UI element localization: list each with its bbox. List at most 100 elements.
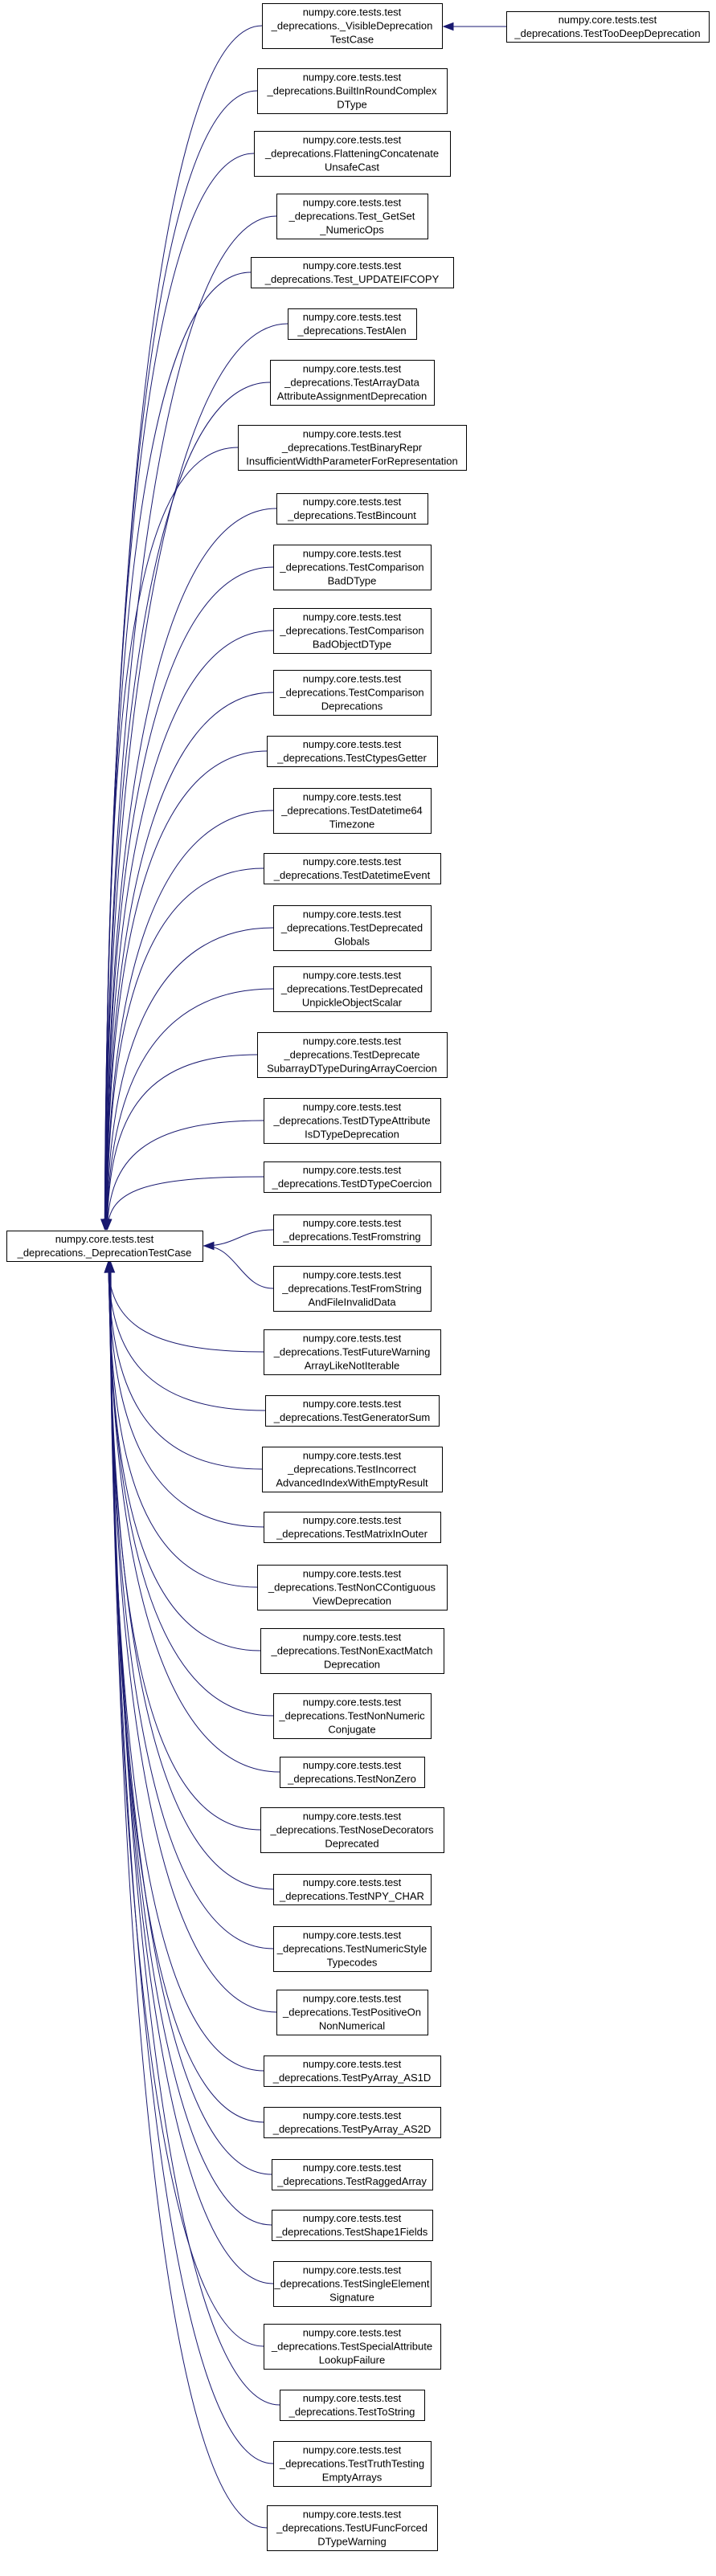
class-node-testdatetimeevent[interactable]: numpy.core.tests.test_deprecations.TestD… xyxy=(264,853,441,884)
class-name-line: ViewDeprecation xyxy=(313,1595,391,1607)
class-name-line: NonNumerical xyxy=(319,2020,385,2032)
class-node-testnpy-char[interactable]: numpy.core.tests.test_deprecations.TestN… xyxy=(273,1874,432,1905)
class-name-line: _deprecations._DeprecationTestCase xyxy=(17,1247,192,1259)
class-node-test-getset-numericops[interactable]: numpy.core.tests.test_deprecations.Test_… xyxy=(276,194,428,239)
class-node-testbinaryreprinsufficientwidthparameterforrepresentation[interactable]: numpy.core.tests.test_deprecations.TestB… xyxy=(238,425,467,471)
class-name-line: numpy.core.tests.test xyxy=(303,1811,402,1823)
class-name-line: Deprecation xyxy=(324,1659,380,1671)
class-box xyxy=(288,308,417,340)
class-name-line: _deprecations.TestDTypeAttribute xyxy=(272,1115,430,1127)
inheritance-edge xyxy=(104,271,252,1230)
class-node-testnonnumericconjugate[interactable]: numpy.core.tests.test_deprecations.TestN… xyxy=(273,1693,432,1739)
class-node-builtinroundcomplexdtype[interactable]: numpy.core.tests.test_deprecations.Built… xyxy=(257,68,448,114)
inheritance-edge xyxy=(104,215,277,1230)
class-node-testcomparisondeprecations[interactable]: numpy.core.tests.test_deprecations.TestC… xyxy=(273,670,432,716)
class-box xyxy=(273,966,432,1012)
class-name-line: _deprecations.TestAlen xyxy=(297,325,406,337)
class-node-testnonccontiguousviewdeprecation[interactable]: numpy.core.tests.test_deprecations.TestN… xyxy=(257,1565,448,1611)
inheritance-edge xyxy=(108,1262,274,1890)
class-node-testspecialattributelookupfailure[interactable]: numpy.core.tests.test_deprecations.TestS… xyxy=(264,2324,441,2370)
class-name-line: _deprecations.TestPositiveOn xyxy=(282,2007,421,2019)
class-name-line: Deprecations xyxy=(321,700,383,712)
base-class-node[interactable]: numpy.core.tests.test_deprecations._Depr… xyxy=(6,1231,203,1262)
class-name-line: numpy.core.tests.test xyxy=(303,259,402,271)
class-box xyxy=(264,2055,441,2087)
class-name-line: _deprecations.TestNonZero xyxy=(287,1773,416,1785)
class-node-testincorrectadvancedindexwithemptyresult[interactable]: numpy.core.tests.test_deprecations.TestI… xyxy=(262,1447,443,1492)
class-node-testdatetime64timezone[interactable]: numpy.core.tests.test_deprecations.TestD… xyxy=(273,788,432,834)
class-name-line: numpy.core.tests.test xyxy=(303,1759,402,1771)
class-node-testcomparisonbadobjectdtype[interactable]: numpy.core.tests.test_deprecations.TestC… xyxy=(273,608,432,654)
class-name-line: numpy.core.tests.test xyxy=(303,2392,402,2404)
class-node-testsingleelementsignature[interactable]: numpy.core.tests.test_deprecations.TestS… xyxy=(273,2261,432,2307)
class-node-testgeneratorsum[interactable]: numpy.core.tests.test_deprecations.TestG… xyxy=(265,1395,440,1427)
inheritance-edge xyxy=(110,1262,280,2406)
class-box xyxy=(276,493,428,525)
class-name-line: _deprecations.TestIncorrect xyxy=(287,1464,416,1476)
class-node-testpyarray-as1d[interactable]: numpy.core.tests.test_deprecations.TestP… xyxy=(264,2055,441,2087)
class-node-testshape1fields[interactable]: numpy.core.tests.test_deprecations.TestS… xyxy=(272,2210,433,2241)
class-name-line: numpy.core.tests.test xyxy=(303,311,402,323)
class-node-testdtypeattributeisdtypedeprecation[interactable]: numpy.core.tests.test_deprecations.TestD… xyxy=(264,1098,441,1144)
class-node-testnumericstyletypecodes[interactable]: numpy.core.tests.test _deprecations.TestN… xyxy=(273,1926,432,1972)
class-node-testdtypecoercion[interactable]: numpy.core.tests.test_deprecations.TestD… xyxy=(264,1161,441,1193)
class-box xyxy=(273,1266,432,1312)
class-node-test-updateifcopy[interactable]: numpy.core.tests.test_deprecations.Test_… xyxy=(251,257,454,288)
class-name-line: numpy.core.tests.test xyxy=(303,1929,402,1941)
class-name-line: numpy.core.tests.test xyxy=(303,2444,402,2456)
class-node-testnonzero[interactable]: numpy.core.tests.test _deprecations.TestN… xyxy=(280,1757,425,1788)
class-name-line: numpy.core.tests.test xyxy=(303,197,402,209)
class-node-visible-deprecation-testcase[interactable]: numpy.core.tests.test_deprecations._Visi… xyxy=(262,3,443,49)
class-name-line: SubarrayDTypeDuringArrayCoercion xyxy=(267,1063,437,1075)
class-node-testfromstring[interactable]: numpy.core.tests.test_deprecations.TestF… xyxy=(273,1215,432,1246)
class-node-testfuturewarningarraylikenotiterable[interactable]: numpy.core.tests.test_deprecations.TestF… xyxy=(264,1329,441,1375)
class-node-testdeprecatedglobals[interactable]: numpy.core.tests.test_deprecations.TestD… xyxy=(273,905,432,951)
class-node-testraggedarray[interactable]: numpy.core.tests.test_deprecations.TestR… xyxy=(272,2159,433,2190)
class-node-testtostring[interactable]: numpy.core.tests.test_deprecations.TestT… xyxy=(280,2390,425,2421)
class-box xyxy=(273,788,432,834)
class-name-line: _deprecations.TestNumericStyle xyxy=(276,1943,427,1955)
class-box xyxy=(251,257,454,288)
class-nodes: numpy.core.tests.test _deprecations._Depr… xyxy=(6,3,710,2551)
class-node-testtoodeepdeprecation[interactable]: numpy.core.tests.test_deprecations.TestT… xyxy=(506,11,710,43)
class-box xyxy=(272,2159,433,2190)
class-node-testalen[interactable]: numpy.core.tests.test _deprecations.TestA… xyxy=(288,308,417,340)
class-name-line: numpy.core.tests.test xyxy=(303,548,402,560)
class-node-testfromstringandfileinvaliddata[interactable]: numpy.core.tests.test_deprecations.TestF… xyxy=(273,1266,432,1312)
inheritance-edge xyxy=(106,868,264,1230)
class-node-testbincount[interactable]: numpy.core.tests.test_deprecations.TestB… xyxy=(276,493,428,525)
class-name-line: _deprecations.TestDeprecated xyxy=(280,922,423,934)
class-node-testctypesgetter[interactable]: numpy.core.tests.test_deprecations.TestC… xyxy=(267,736,438,767)
class-node-testnosedecoratorsdeprecated[interactable]: numpy.core.tests.test_deprecations.TestN… xyxy=(260,1807,444,1853)
class-box xyxy=(264,2107,441,2138)
class-name-line: numpy.core.tests.test xyxy=(303,908,402,921)
class-node-testdeprecatesubarraydtypeduringarraycoercion[interactable]: numpy.core.tests.test_deprecations.TestD… xyxy=(257,1032,448,1078)
class-box xyxy=(273,1874,432,1905)
class-node-testnonexactmatchdeprecation[interactable]: numpy.core.tests.test_deprecations.TestN… xyxy=(260,1628,444,1674)
class-box xyxy=(273,1215,432,1246)
class-box xyxy=(254,131,451,177)
class-box xyxy=(273,545,432,590)
class-name-line: _deprecations.TestShape1Fields xyxy=(276,2226,428,2238)
class-node-testdeprecatedunpickleobjectscalar[interactable]: numpy.core.tests.test_deprecations.TestD… xyxy=(273,966,432,1012)
class-node-testmatrixinouter[interactable]: numpy.core.tests.test_deprecations.TestM… xyxy=(264,1512,441,1543)
class-name-line: BadDType xyxy=(328,575,377,587)
class-name-line: _deprecations.TestComparison xyxy=(279,625,423,637)
class-node-testarraydataattributeassignmentdeprecation[interactable]: numpy.core.tests.test_deprecations.TestA… xyxy=(270,360,435,406)
class-node-testtruthtestingemptyarrays[interactable]: numpy.core.tests.test_deprecations.TestT… xyxy=(273,2441,432,2487)
class-node-testcomparisonbaddtype[interactable]: numpy.core.tests.test_deprecations.TestC… xyxy=(273,545,432,590)
class-box xyxy=(273,1693,432,1739)
class-name-line: numpy.core.tests.test xyxy=(558,14,657,26)
class-name-line: Conjugate xyxy=(328,1724,375,1736)
class-name-line: InsufficientWidthParameterForRepresentat… xyxy=(246,455,458,467)
inheritance-edge xyxy=(105,566,274,1230)
class-node-testpositiveonnonnumerical[interactable]: numpy.core.tests.test_deprecations.TestP… xyxy=(276,1990,428,2035)
class-name-line: numpy.core.tests.test xyxy=(303,673,402,685)
class-node-testufuncforceddtypewarning[interactable]: numpy.core.tests.test_deprecations.TestU… xyxy=(267,2505,438,2551)
class-box xyxy=(270,360,435,406)
class-box xyxy=(260,1807,444,1853)
class-node-flatteningconcatenateunsafecast[interactable]: numpy.core.tests.test_deprecations.Flatt… xyxy=(254,131,451,177)
class-node-testpyarray-as2d[interactable]: numpy.core.tests.test_deprecations.TestP… xyxy=(264,2107,441,2138)
class-name-line: _deprecations._VisibleDeprecation xyxy=(271,20,433,32)
class-name-line: numpy.core.tests.test xyxy=(303,71,402,84)
